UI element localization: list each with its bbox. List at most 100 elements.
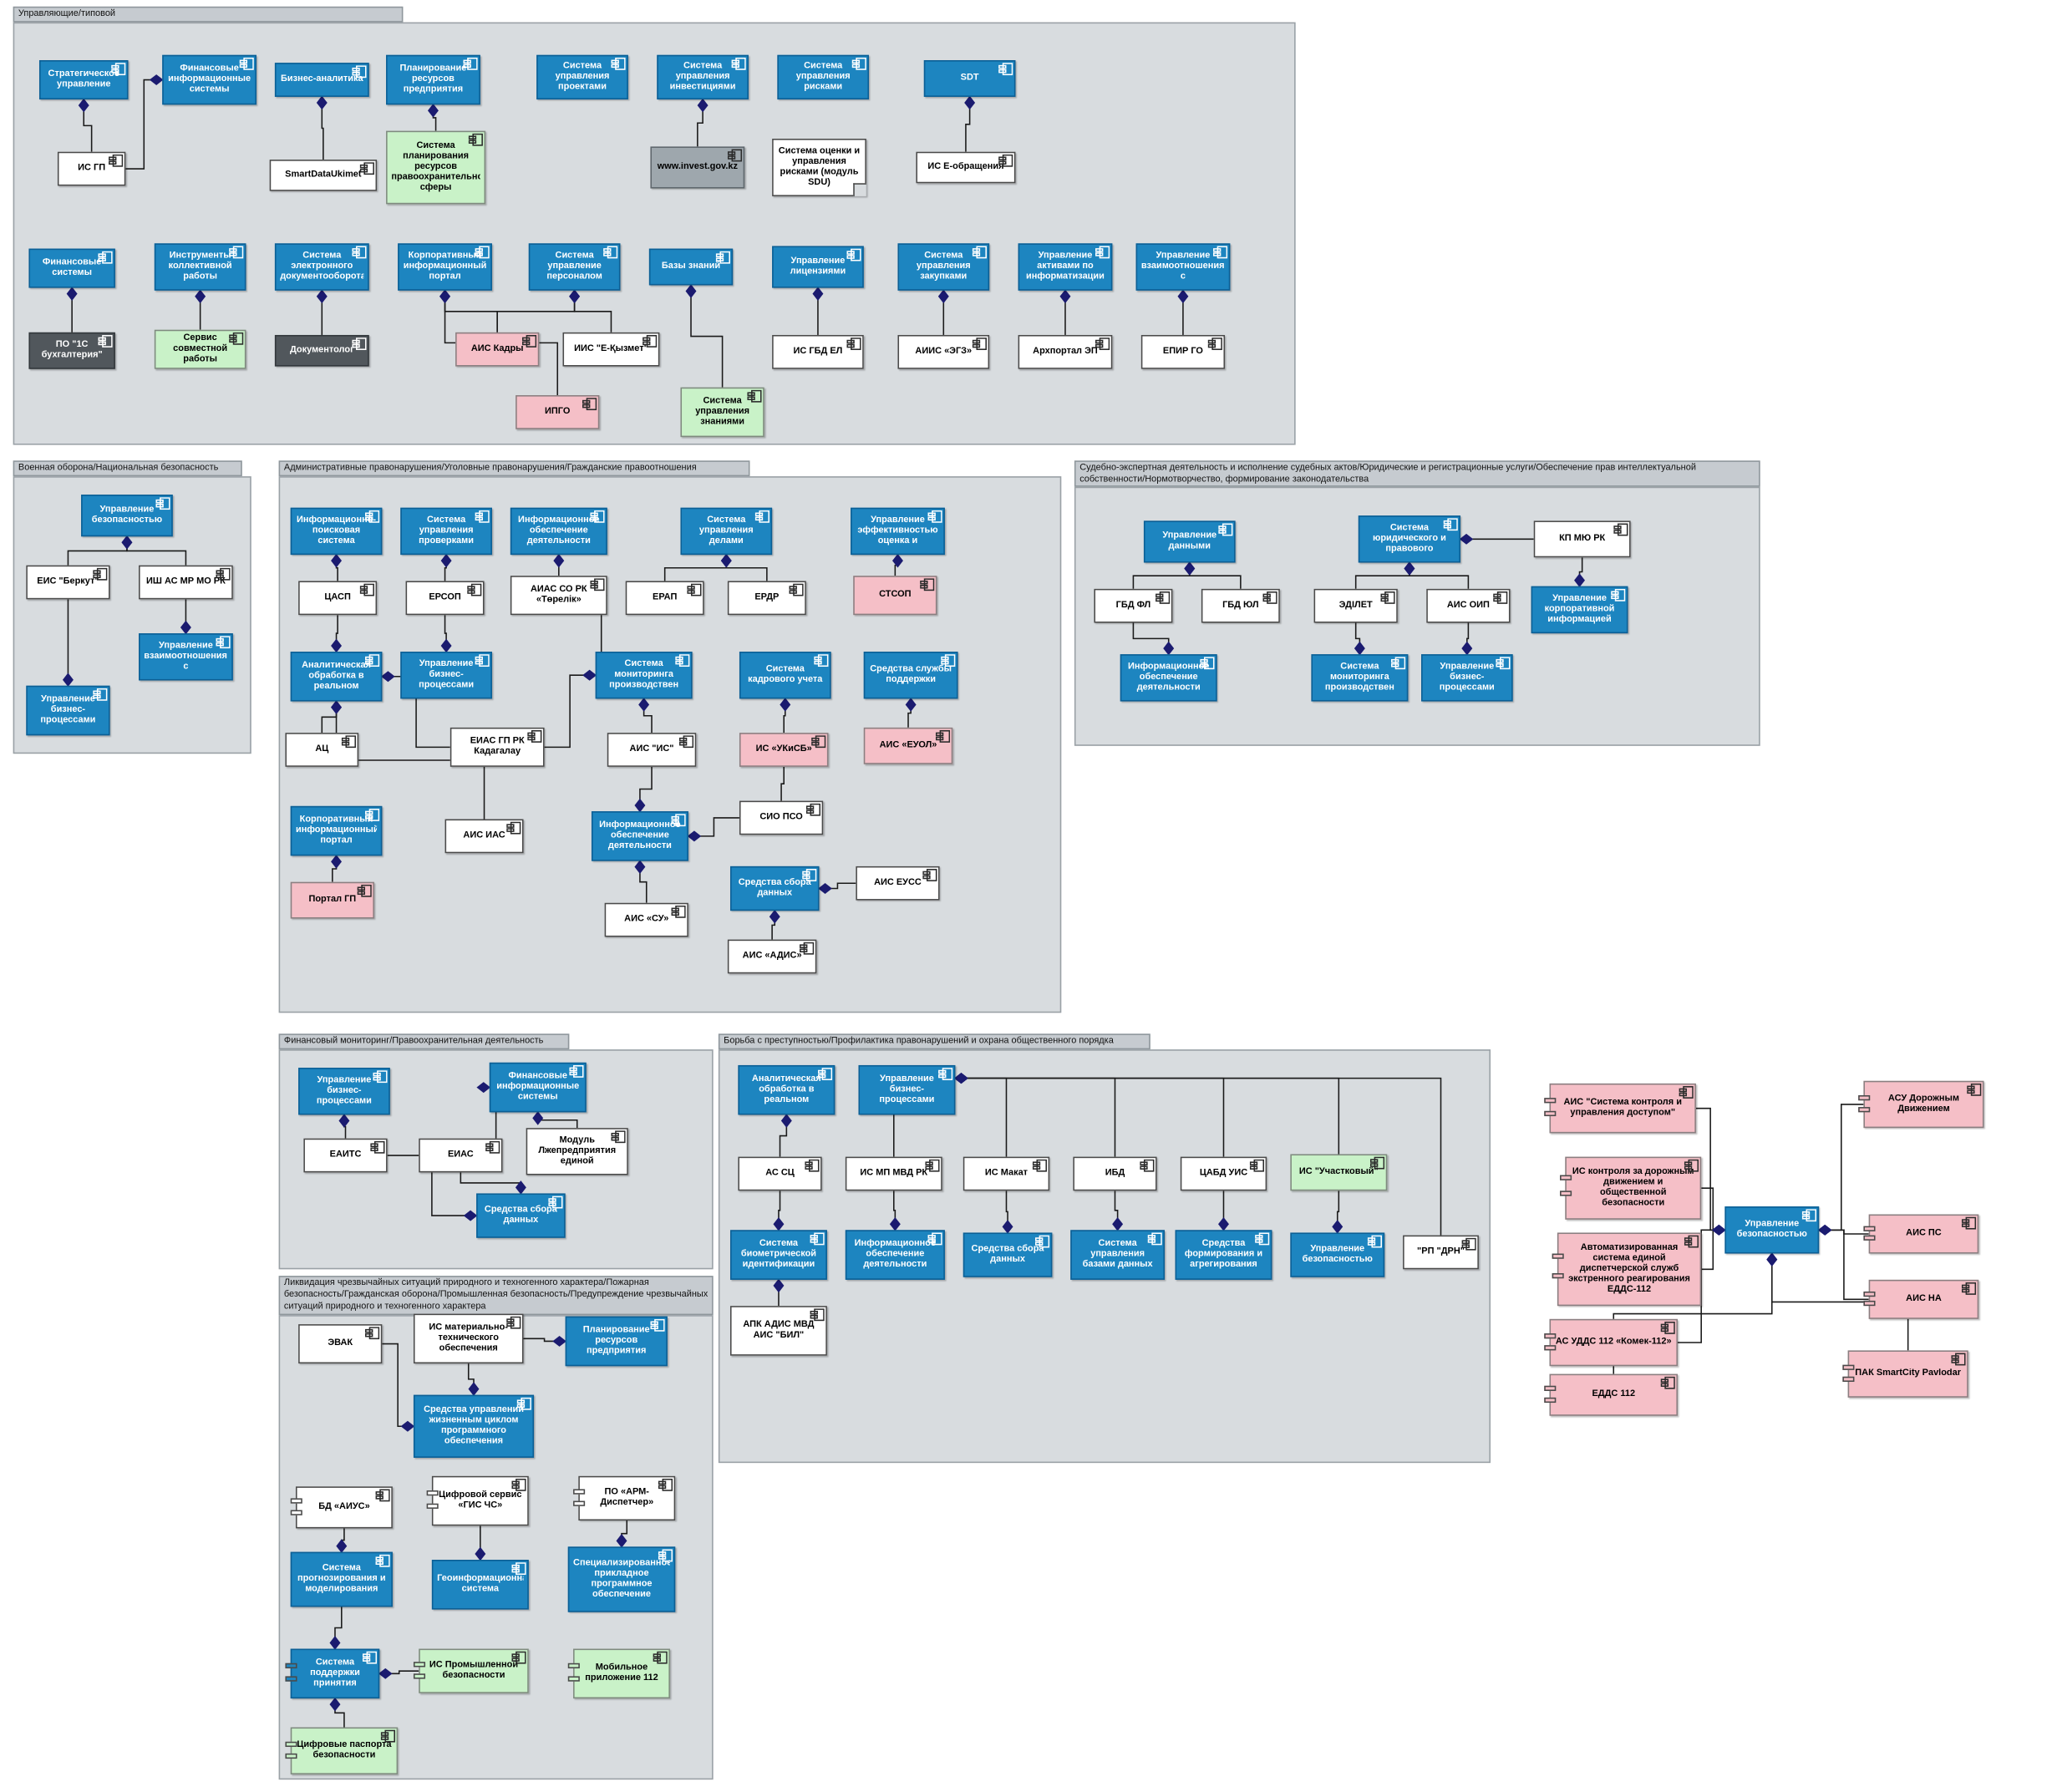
node-g6_ismp[interactable]: ИС МП МВД РК bbox=[845, 1156, 942, 1191]
node-g1_1c[interactable]: ПО "1С бухгалтерия" bbox=[28, 332, 115, 369]
node-g1_gbdel[interactable]: ИС ГБД ЕЛ bbox=[772, 334, 864, 369]
node-g7_pasp[interactable]: Цифровые паспорта безопасности bbox=[285, 1727, 399, 1774]
node-g7_geo[interactable]: Геоинформационная система bbox=[431, 1560, 529, 1610]
node-g3_kip[interactable]: Корпоративный информационный портал bbox=[290, 805, 383, 856]
node-g2_bp[interactable]: Управление бизнес-процессами bbox=[26, 685, 110, 736]
node-g4_syp[interactable]: Система юридического и правового bbox=[1358, 515, 1460, 563]
node-p_iskontr[interactable]: ИС контроля за дорожным движением и обще… bbox=[1560, 1156, 1702, 1220]
node-g1_sdu_note[interactable]: Система оценки и управления рисками (мод… bbox=[772, 139, 866, 196]
node-p_aisna[interactable]: АИС НА bbox=[1863, 1279, 1979, 1319]
node-g5_ssd[interactable]: Средства сбора данных bbox=[476, 1193, 566, 1238]
node-g1_vzaim[interactable]: Управление взаимоотношениями с bbox=[1135, 243, 1231, 291]
node-g7_isprom[interactable]: ИС Промышленной безопасности bbox=[413, 1648, 529, 1693]
node-g1_strateg[interactable]: Стратегическое управление bbox=[38, 60, 129, 100]
node-g1_sed[interactable]: Система электронного документооборота bbox=[274, 243, 369, 291]
node-g1_spr[interactable]: Система планирования ресурсов правоохран… bbox=[386, 130, 486, 205]
node-g3_analit[interactable]: Аналитическая обработка в реальном bbox=[290, 652, 383, 702]
node-g4_uki[interactable]: Управление корпоративной информацией bbox=[1531, 586, 1628, 634]
node-g3_euol[interactable]: АИС «ЕУОЛ» bbox=[863, 727, 953, 764]
node-g1_sdu[interactable]: SmartDataUkimet bbox=[269, 160, 378, 191]
node-g7_arm[interactable]: ПО «АРМ-Диспетчер» bbox=[573, 1475, 676, 1521]
node-g6_analit[interactable]: Аналитическая обработка в реальном bbox=[738, 1064, 836, 1115]
node-g7_gischs[interactable]: Цифровой сервис «ГИС ЧС» bbox=[426, 1475, 529, 1526]
node-g1_invgov[interactable]: www.invest.gov.kz bbox=[650, 146, 745, 189]
node-g1_isgp[interactable]: ИС ГП bbox=[57, 151, 126, 186]
node-g3_aissu[interactable]: АИС «СУ» bbox=[604, 902, 688, 937]
node-g3_ssp[interactable]: Средства службы поддержки bbox=[863, 652, 958, 699]
node-g3_torelik[interactable]: АИАС СО РК «Төрелік» bbox=[510, 576, 607, 616]
node-g4_edilet[interactable]: ЭДІЛЕТ bbox=[1313, 588, 1398, 623]
node-p_edds[interactable]: ЕДДС 112 bbox=[1544, 1373, 1678, 1416]
node-g3_smp[interactable]: Система мониторинга производствен bbox=[595, 652, 693, 699]
node-g3_erap[interactable]: ЕРАП bbox=[625, 581, 704, 616]
node-g1_ba[interactable]: Бизнес-аналитика bbox=[274, 63, 369, 97]
node-g3_ssd[interactable]: Средства сбора данных bbox=[729, 866, 820, 911]
node-g3_iod2[interactable]: Информационное обеспечение деятельности bbox=[591, 811, 688, 861]
node-p_pak[interactable]: ПАК SmartCity Pavlodar bbox=[1842, 1350, 1968, 1398]
node-g1_ekyzmet[interactable]: ИИС "Е-Қызмет" bbox=[562, 332, 660, 367]
node-g1_eobr[interactable]: ИС Е-обращения bbox=[916, 151, 1016, 184]
node-g6_makat[interactable]: ИС Макат bbox=[963, 1156, 1050, 1191]
node-g5_fis[interactable]: Финансовые информационные системы bbox=[489, 1062, 587, 1113]
node-g4_smp[interactable]: Система мониторинга производствен bbox=[1311, 654, 1409, 702]
node-g4_aisoip[interactable]: АИС ОИП bbox=[1426, 588, 1511, 623]
node-g6_ssd[interactable]: Средства сбора данных bbox=[963, 1232, 1053, 1277]
node-g7_evak[interactable]: ЭВАК bbox=[298, 1324, 383, 1364]
node-g2_vzaim[interactable]: Управление взаимоотношениями с bbox=[139, 633, 233, 681]
node-g5_ubp[interactable]: Управление бизнес-процессами bbox=[298, 1068, 390, 1115]
node-g1_zakup[interactable]: Система управления закупками bbox=[897, 243, 990, 291]
node-p_skud[interactable]: АИС "Система контроля и управления досту… bbox=[1544, 1083, 1696, 1134]
node-g6_assc[interactable]: АС СЦ bbox=[738, 1156, 822, 1191]
node-g4_kpmu[interactable]: КП МЮ РК bbox=[1533, 520, 1631, 558]
node-g1_risk[interactable]: Система управления рисками bbox=[777, 54, 870, 100]
node-g3_uksb[interactable]: ИС «УКиСБ» bbox=[739, 733, 829, 767]
node-g5_modul[interactable]: Модуль Лжепредприятия единой bbox=[526, 1128, 628, 1175]
node-g7_mob112[interactable]: Мобильное приложение 112 bbox=[567, 1648, 670, 1699]
node-g7_erp[interactable]: Планирование ресурсов предприятия bbox=[565, 1316, 668, 1367]
node-g3_eias[interactable]: ЕИАС ГП РК Кадагалау bbox=[450, 727, 545, 767]
node-g7_aius[interactable]: БД «АИУС» bbox=[290, 1486, 393, 1529]
node-g7_ismto[interactable]: ИС материально-технического обеспечения bbox=[413, 1313, 524, 1364]
node-g2_ish[interactable]: ИШ АС МР МО РК bbox=[139, 565, 233, 600]
node-p_asudds[interactable]: АС УДДС 112 «Комек-112» bbox=[1544, 1318, 1678, 1367]
node-g7_prognoz[interactable]: Система прогнозирования и моделирования bbox=[290, 1551, 393, 1607]
node-g1_kip[interactable]: Корпоративный информационный портал bbox=[398, 243, 492, 291]
node-g3_iod1[interactable]: Информационное обеспечение деятельности bbox=[510, 507, 607, 556]
node-g3_ips[interactable]: Информационно-поисковая система bbox=[290, 507, 383, 556]
node-g3_portalgp[interactable]: Портал ГП bbox=[290, 881, 374, 919]
node-g3_siopso[interactable]: СИО ПСО bbox=[739, 800, 824, 835]
node-g1_kadry[interactable]: АИС Кадры bbox=[455, 332, 540, 367]
node-g1_arhportal[interactable]: Архпортал ЭП bbox=[1018, 334, 1113, 369]
node-g3_ac[interactable]: АЦ bbox=[285, 733, 359, 767]
node-g6_ibd[interactable]: ИБД bbox=[1073, 1156, 1157, 1191]
node-g1_kb[interactable]: Базы знаний bbox=[648, 248, 734, 286]
node-g1_collab[interactable]: Инструменты коллективной работы bbox=[154, 243, 246, 291]
node-g1_hr[interactable]: Система управление персоналом bbox=[528, 243, 621, 291]
node-g4_iod[interactable]: Информационное обеспечение деятельности bbox=[1120, 654, 1217, 702]
node-g3_aiseuss[interactable]: АИС ЕУСС bbox=[856, 866, 940, 901]
node-g1_egz[interactable]: АИИС «ЭГЗ» bbox=[897, 334, 990, 369]
node-g1_sdt[interactable]: SDT bbox=[923, 60, 1016, 97]
node-g1_erp[interactable]: Планирование ресурсов предприятия bbox=[386, 54, 480, 105]
node-g6_biom[interactable]: Система биометрической идентификации bbox=[729, 1230, 827, 1280]
node-g6_cabd[interactable]: ЦАБД УИС bbox=[1180, 1156, 1267, 1191]
node-g1_invest[interactable]: Система управления инвестициями bbox=[657, 54, 749, 100]
node-g6_subd[interactable]: Система управления базами данных bbox=[1070, 1230, 1166, 1280]
node-g1_fin2[interactable]: Финансовые системы bbox=[28, 248, 115, 288]
node-p_edds112sys[interactable]: Автоматизированная система единой диспет… bbox=[1552, 1232, 1702, 1307]
node-g7_sugc[interactable]: Средства управлений жизненным циклом про… bbox=[413, 1394, 535, 1458]
node-g3_sup[interactable]: Система управления проверками bbox=[400, 507, 492, 556]
node-g4_gbdul[interactable]: ГБД ЮЛ bbox=[1201, 588, 1280, 623]
node-g3_sud[interactable]: Система управления делами bbox=[680, 507, 773, 556]
node-g3_ersop[interactable]: ЕРСОП bbox=[405, 581, 485, 616]
node-g1_proj[interactable]: Система управления проектами bbox=[536, 54, 628, 100]
node-g1_ipgo[interactable]: ИПГО bbox=[516, 395, 600, 429]
node-g3_aisias[interactable]: АИС ИАС bbox=[444, 819, 524, 854]
node-p_ub[interactable]: Управление безопасностью bbox=[1724, 1206, 1820, 1254]
node-g1_dokum[interactable]: Документолог bbox=[274, 334, 369, 367]
node-g1_aktiv[interactable]: Управление активами по информатизации bbox=[1018, 243, 1113, 291]
node-g3_ue[interactable]: Управление эффективностью оценка и bbox=[851, 507, 945, 556]
node-g6_iod[interactable]: Информационное обеспечение деятельности bbox=[845, 1230, 945, 1280]
node-g1_servis[interactable]: Сервис совместной работы bbox=[154, 329, 246, 369]
node-g6_uchast[interactable]: ИС "Участковый" bbox=[1290, 1154, 1388, 1191]
